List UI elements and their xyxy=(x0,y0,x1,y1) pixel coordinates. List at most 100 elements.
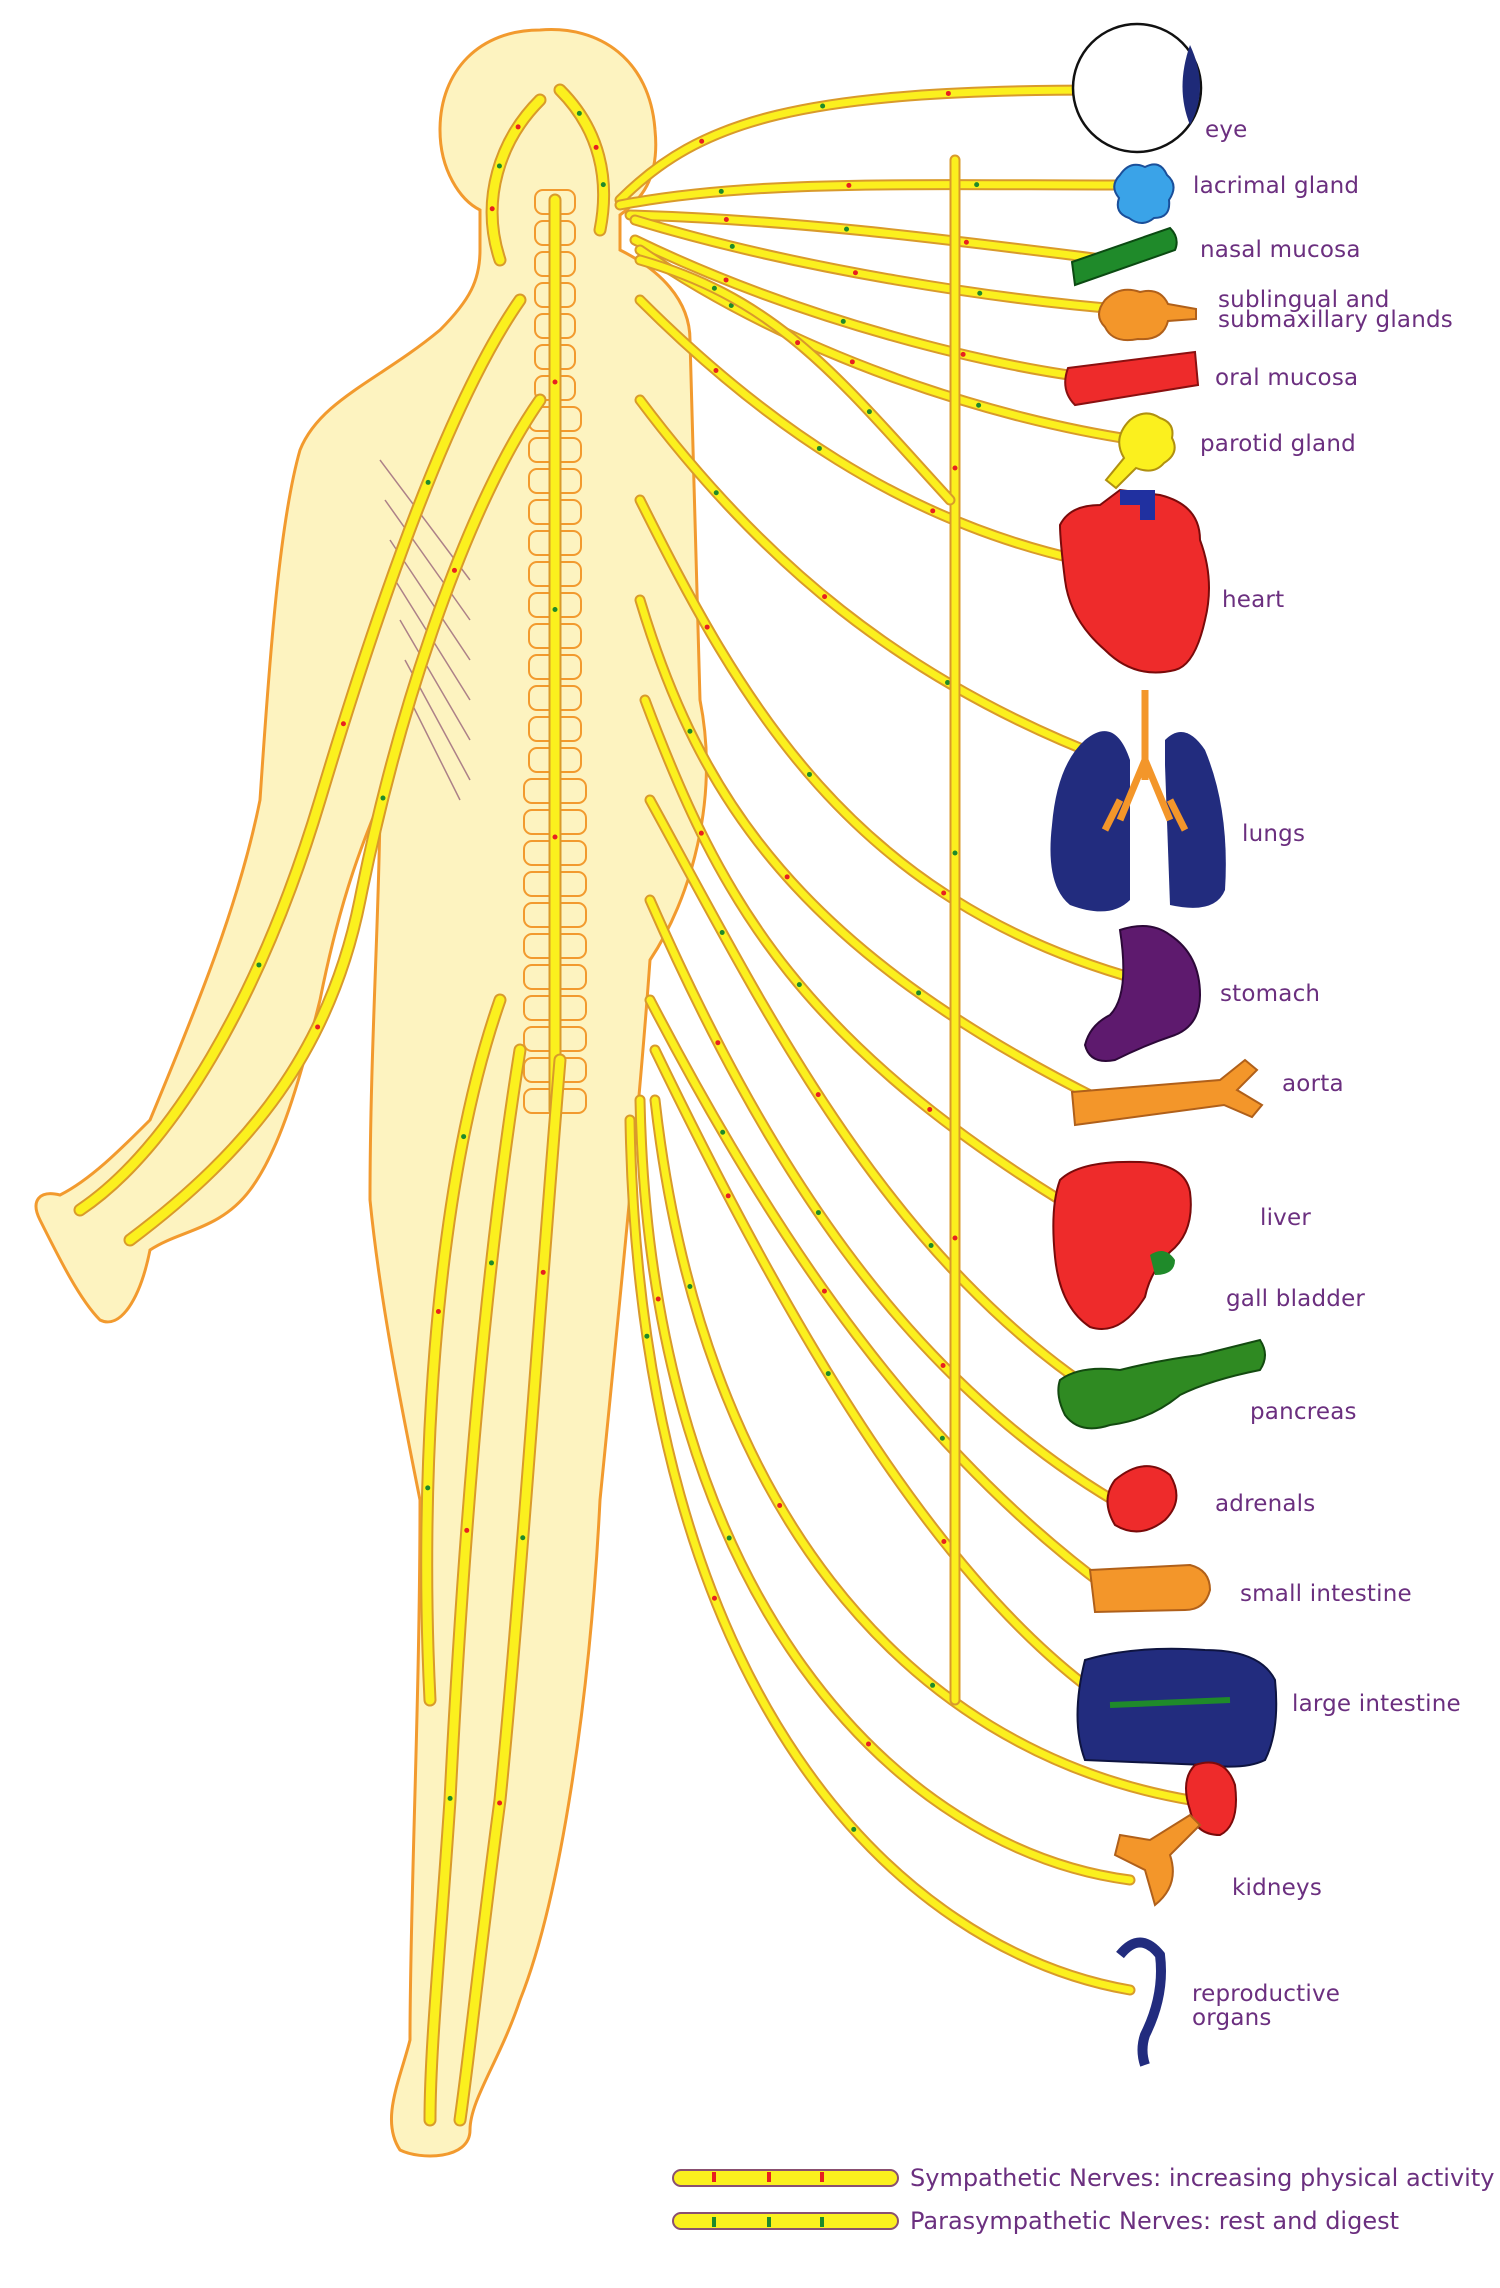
aorta-organ xyxy=(1070,1058,1264,1127)
nerve-marker xyxy=(816,445,822,451)
oral-mucosa xyxy=(1064,350,1200,407)
label-organs: organs xyxy=(1192,2005,1272,2031)
label-parotid-gland: parotid gland xyxy=(1200,431,1356,457)
reproductive-organ xyxy=(1116,1937,1166,2067)
small-intestine-organ xyxy=(1088,1563,1212,1614)
label-stomach: stomach xyxy=(1220,981,1321,1007)
nerve-marker xyxy=(963,239,969,245)
nerve-path xyxy=(636,256,954,504)
nerve-marker xyxy=(941,890,947,896)
label-adrenals: adrenals xyxy=(1215,1491,1316,1517)
nerve-marker xyxy=(520,1535,526,1541)
nerve-marker xyxy=(822,594,828,600)
pancreas-organ xyxy=(1057,1338,1266,1430)
nerve-path xyxy=(636,396,1114,764)
legend-parasympathetic-line xyxy=(672,2212,899,2230)
nerve-marker xyxy=(698,830,704,836)
nerve-marker xyxy=(380,795,386,801)
heart-organ xyxy=(1058,488,1210,674)
nerve-marker xyxy=(840,318,846,324)
nerve-marker xyxy=(552,834,558,840)
nerve-marker xyxy=(711,1595,717,1601)
nerve-path xyxy=(644,794,1106,1401)
nerve-marker xyxy=(815,1092,821,1098)
label-lungs: lungs xyxy=(1242,821,1306,847)
nerve-marker xyxy=(552,607,558,612)
nerve-marker xyxy=(726,1535,732,1541)
nerve-path xyxy=(75,295,525,1215)
nerve-marker xyxy=(723,216,729,222)
nerve-path xyxy=(455,1055,565,2125)
nerve-marker xyxy=(723,277,729,283)
nerve-marker xyxy=(718,188,724,194)
nerve-marker xyxy=(784,874,790,880)
nerve-marker xyxy=(600,182,606,188)
nerve-marker xyxy=(515,124,521,130)
nerve-marker xyxy=(489,1260,495,1266)
nerve-marker xyxy=(552,379,558,385)
nerve-marker xyxy=(425,1485,431,1491)
nerve-marker xyxy=(777,1503,783,1509)
nerve-marker xyxy=(795,340,801,346)
nerve-marker xyxy=(711,285,717,291)
nasal-mucosa xyxy=(1070,226,1178,287)
label-sublingual: sublingual and xyxy=(1218,287,1390,313)
nerve-marker xyxy=(435,1308,441,1314)
nerve-marker xyxy=(687,728,693,734)
nerve-path xyxy=(636,496,1144,984)
nerve-marker xyxy=(825,1371,831,1377)
nerve-marker xyxy=(593,144,599,150)
eye-organ xyxy=(1071,22,1203,154)
label-lacrimal-gland: lacrimal gland xyxy=(1193,173,1360,199)
nerve-path xyxy=(646,896,1134,1514)
lacrimal-gland xyxy=(1113,163,1175,224)
nerve-path xyxy=(631,216,1134,314)
parotid-gland xyxy=(1104,412,1176,490)
label-oral-mucosa: oral mucosa xyxy=(1215,365,1359,391)
nerve-path xyxy=(651,1096,1194,1804)
nerve-path xyxy=(422,995,505,1705)
gall-bladder-organ xyxy=(1150,1251,1175,1275)
nerve-path xyxy=(651,1046,1124,1714)
nerve-marker xyxy=(489,206,495,212)
nerve-path xyxy=(646,996,1114,1594)
lungs-organ xyxy=(1050,690,1226,912)
nerve-marker xyxy=(715,1040,721,1046)
nerve-marker xyxy=(977,290,983,296)
nerve-path xyxy=(641,696,1114,1234)
nerve-marker xyxy=(952,850,958,856)
heart-vessels xyxy=(1120,490,1155,520)
nerve-marker xyxy=(496,163,502,169)
nerve-path xyxy=(636,596,1104,1104)
nerve-marker xyxy=(704,624,710,630)
nerve-marker xyxy=(796,982,802,988)
nerve-marker xyxy=(851,1826,857,1832)
nerve-marker xyxy=(844,226,850,232)
nerve-path xyxy=(631,236,1114,384)
nerve-marker xyxy=(315,1024,321,1030)
nerve-marker xyxy=(687,1283,693,1289)
nerve-marker xyxy=(447,1795,453,1801)
nerve-marker xyxy=(425,479,431,485)
nerve-marker xyxy=(849,359,855,365)
nerve-marker xyxy=(821,1288,827,1294)
nerve-marker xyxy=(729,243,735,249)
nerve-marker xyxy=(720,1129,726,1135)
nerve-path xyxy=(487,95,545,265)
nerve-path xyxy=(616,86,1104,204)
label-eye: eye xyxy=(1205,117,1248,143)
nerve-path xyxy=(626,211,1114,264)
label-reproductive: reproductive xyxy=(1192,1981,1341,2007)
nerve-marker xyxy=(820,103,826,109)
nerve-marker xyxy=(916,990,922,996)
nerve-path xyxy=(636,1096,1134,1884)
nerve-marker xyxy=(497,1800,503,1806)
legend-sympathetic-line xyxy=(672,2169,899,2187)
nerve-path xyxy=(634,294,1086,566)
nerve-marker xyxy=(952,1235,958,1241)
nerve-path xyxy=(636,296,1084,564)
body-silhouette xyxy=(34,28,708,2158)
sublingual-glands xyxy=(1098,288,1197,342)
